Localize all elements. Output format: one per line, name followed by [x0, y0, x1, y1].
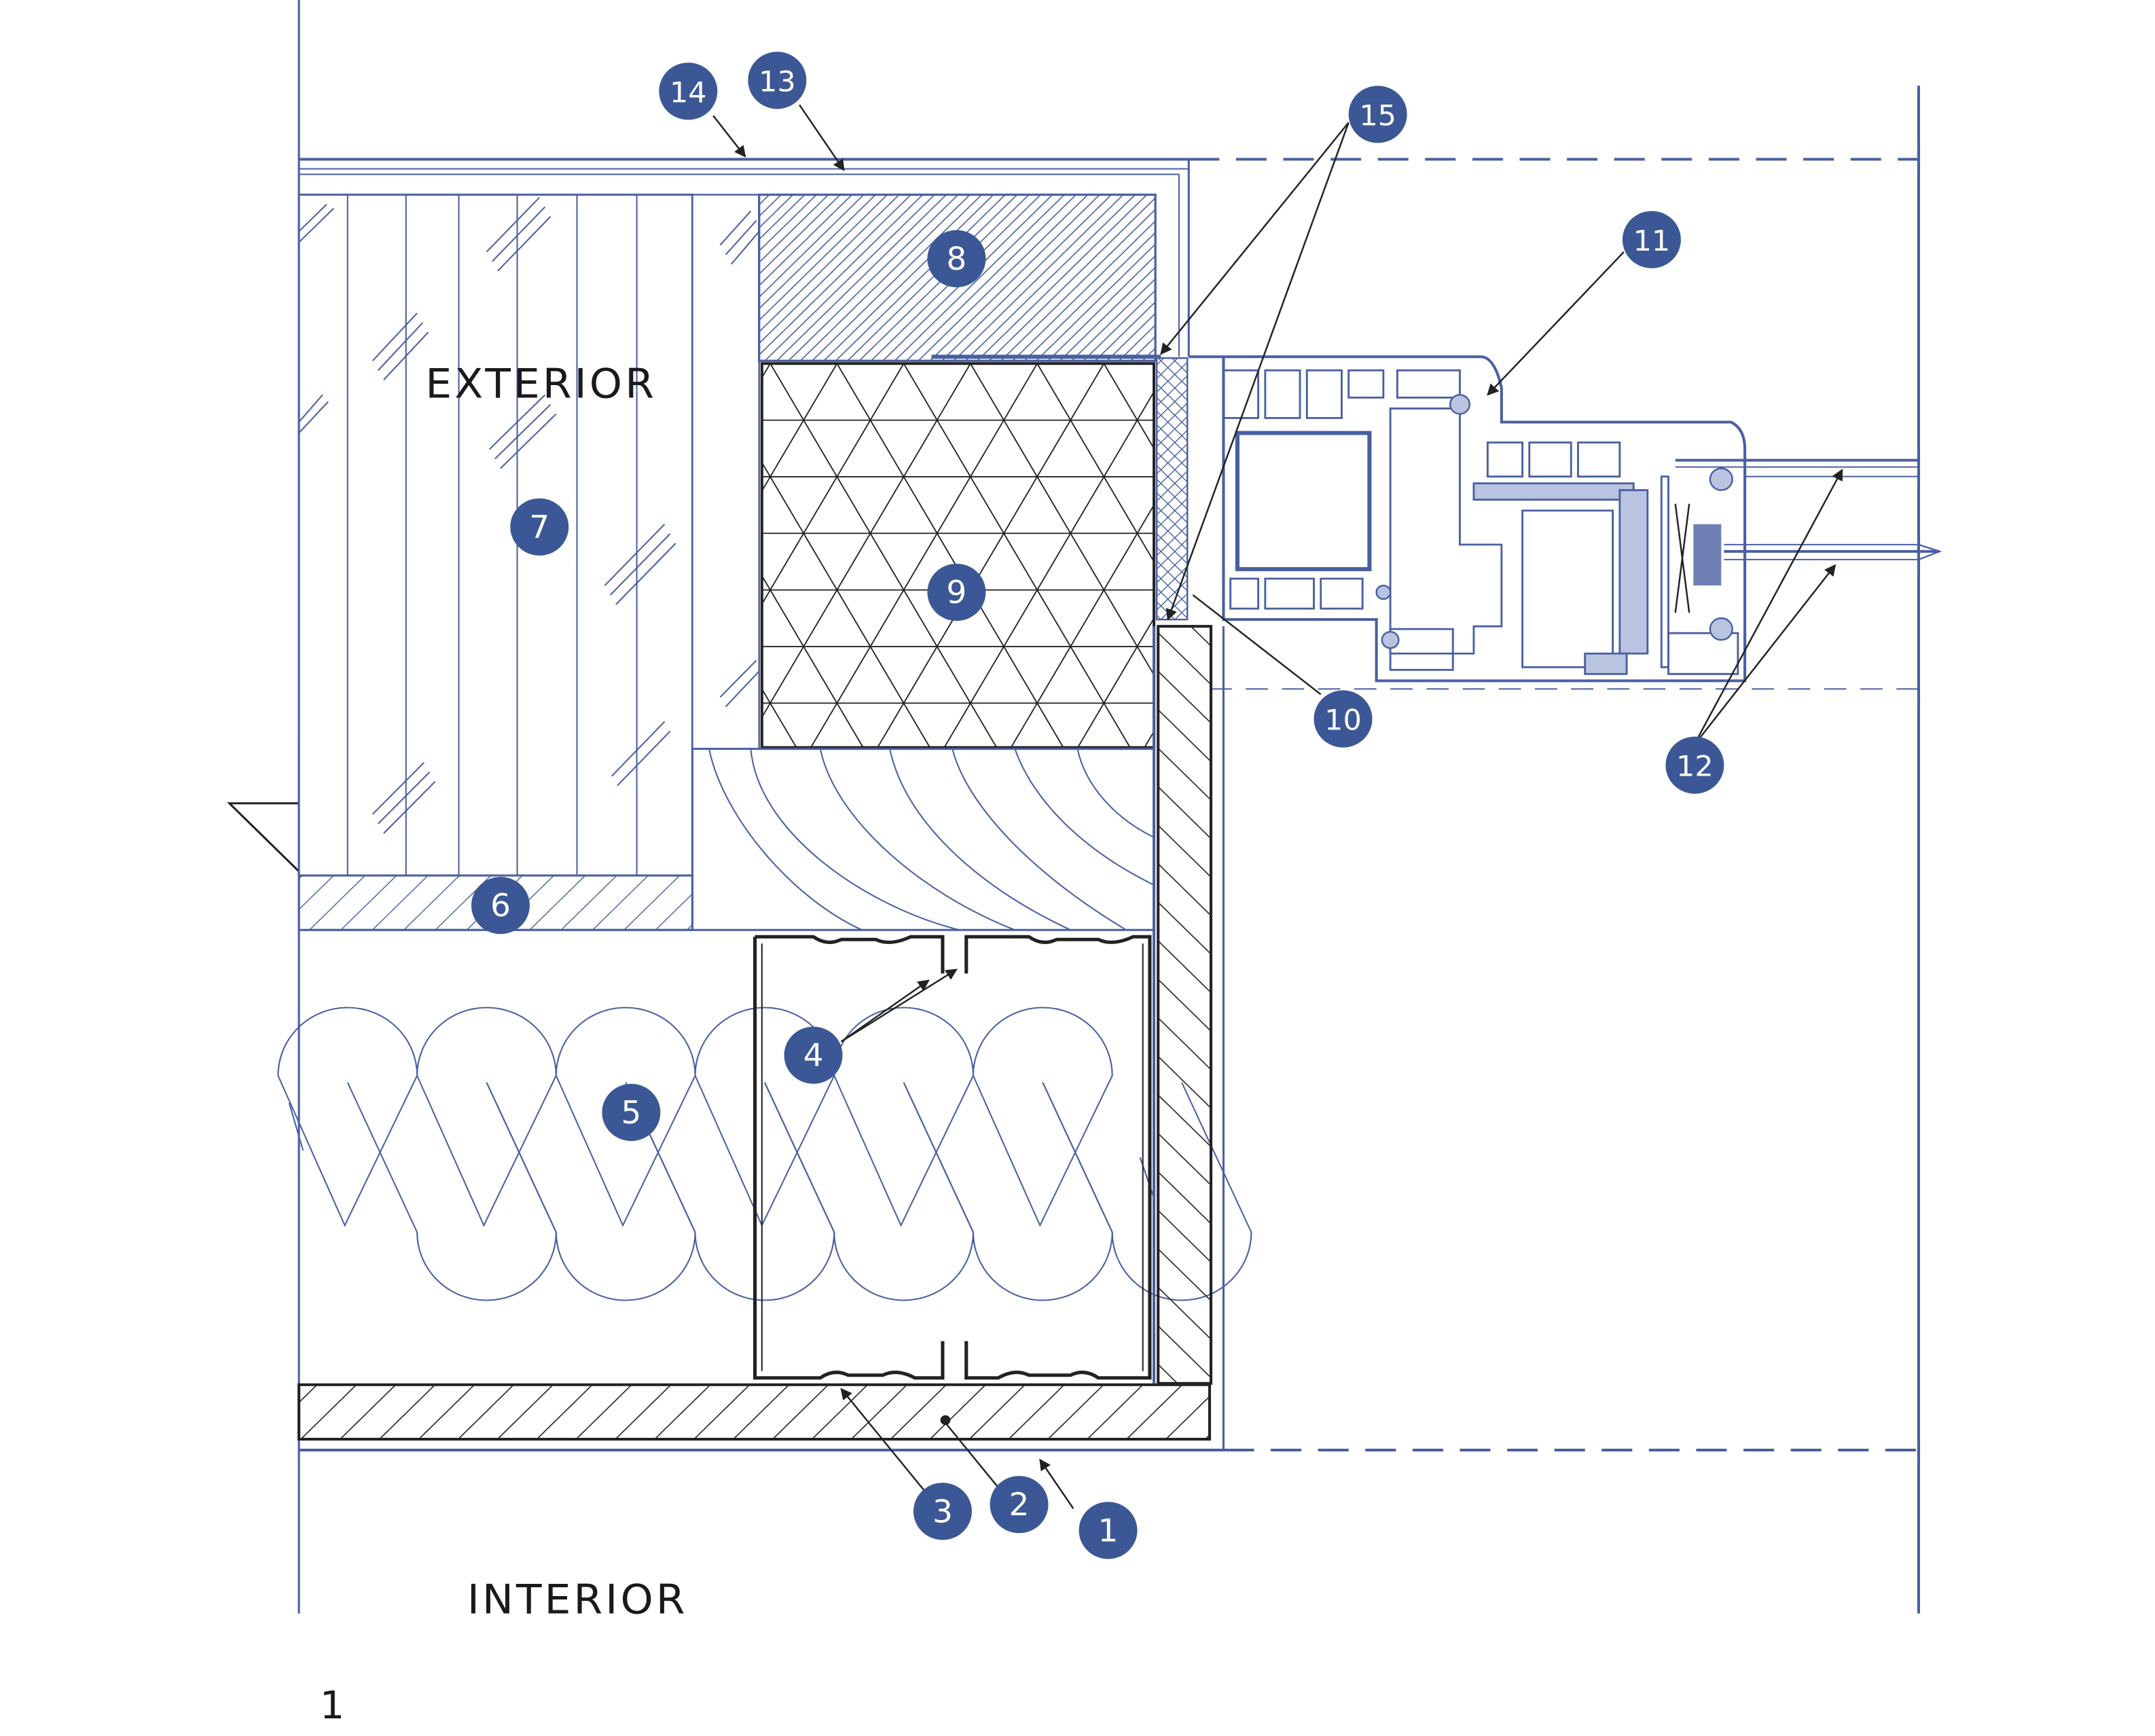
callout-number: 11	[1633, 225, 1671, 257]
spray-foam-insulation	[760, 362, 1156, 749]
callout-7: 7	[510, 498, 569, 556]
exterior-label: EXTERIOR	[425, 361, 657, 408]
callout-number: 6	[490, 888, 511, 924]
callout-10: 10	[1314, 690, 1373, 748]
interior-gypsum-board	[297, 1383, 1212, 1441]
callout-number: 9	[946, 575, 966, 611]
callout-number: 1	[1098, 1513, 1119, 1549]
callout-circle	[990, 1476, 1049, 1534]
callout-3: 3	[913, 1483, 972, 1540]
figure-number: 1	[320, 1683, 348, 1727]
callout-5: 5	[602, 1083, 661, 1141]
callout-2: 2	[990, 1476, 1049, 1534]
steel-stud-pair	[753, 935, 1152, 1380]
callout-circle	[927, 230, 986, 287]
callout-circle	[1314, 690, 1373, 748]
leader-lines	[712, 104, 1843, 1509]
callout-number: 13	[759, 66, 796, 98]
callout-circle	[659, 62, 718, 120]
callout-11: 11	[1622, 211, 1681, 268]
callout-circle	[471, 877, 530, 935]
wood-blocking	[691, 748, 1155, 931]
callout-circle	[510, 498, 569, 556]
callout-circle	[602, 1083, 661, 1141]
glazing-units	[1675, 458, 1942, 561]
callout-circle	[1665, 736, 1724, 794]
callout-circle	[927, 563, 986, 621]
callout-number: 12	[1676, 751, 1714, 783]
exterior-cladding	[297, 194, 760, 877]
callout-9: 9	[927, 563, 986, 621]
callout-14: 14	[659, 62, 718, 120]
callout-8: 8	[927, 230, 986, 287]
callout-number: 5	[621, 1094, 641, 1130]
window-frame-profile	[1155, 355, 1747, 683]
callout-number: 10	[1324, 704, 1362, 737]
callout-12: 12	[1665, 736, 1724, 794]
return-sheathing	[1157, 625, 1213, 1385]
callout-circle	[913, 1483, 972, 1540]
boundary-lines	[297, 0, 1921, 1614]
callout-number: 8	[946, 240, 966, 276]
callout-number: 15	[1359, 100, 1396, 132]
callout-4: 4	[784, 1026, 843, 1084]
callout-circle	[1348, 86, 1407, 143]
callout-1: 1	[1079, 1502, 1138, 1559]
callout-number: 4	[803, 1037, 824, 1073]
callout-number: 2	[1009, 1487, 1030, 1523]
callout-circle	[1079, 1502, 1138, 1559]
callout-circle	[784, 1026, 843, 1084]
callout-number: 7	[529, 509, 549, 545]
callout-number: 14	[670, 77, 707, 109]
callout-circle	[1622, 211, 1681, 268]
callout-6: 6	[471, 877, 530, 935]
callout-13: 13	[748, 52, 807, 109]
batt-insulation	[277, 1007, 1252, 1301]
interior-label: INTERIOR	[467, 1576, 688, 1623]
callout-number: 3	[932, 1494, 953, 1530]
callout-15: 15	[1348, 86, 1407, 143]
callout-circle	[748, 52, 807, 109]
